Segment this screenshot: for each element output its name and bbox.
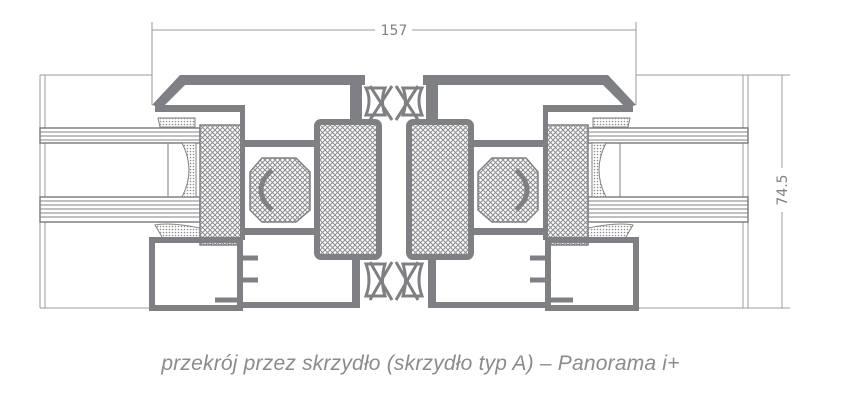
width-dimension-label: 157: [381, 23, 408, 39]
outline-lines: [39, 74, 790, 309]
right-half-profile: [396, 75, 748, 308]
caption: przekrój przez skrzydło (skrzydło typ A)…: [161, 352, 680, 375]
left-half-profile: [40, 75, 392, 308]
height-dimension-label: 74.5: [775, 174, 791, 205]
width-dimension: [151, 22, 637, 105]
